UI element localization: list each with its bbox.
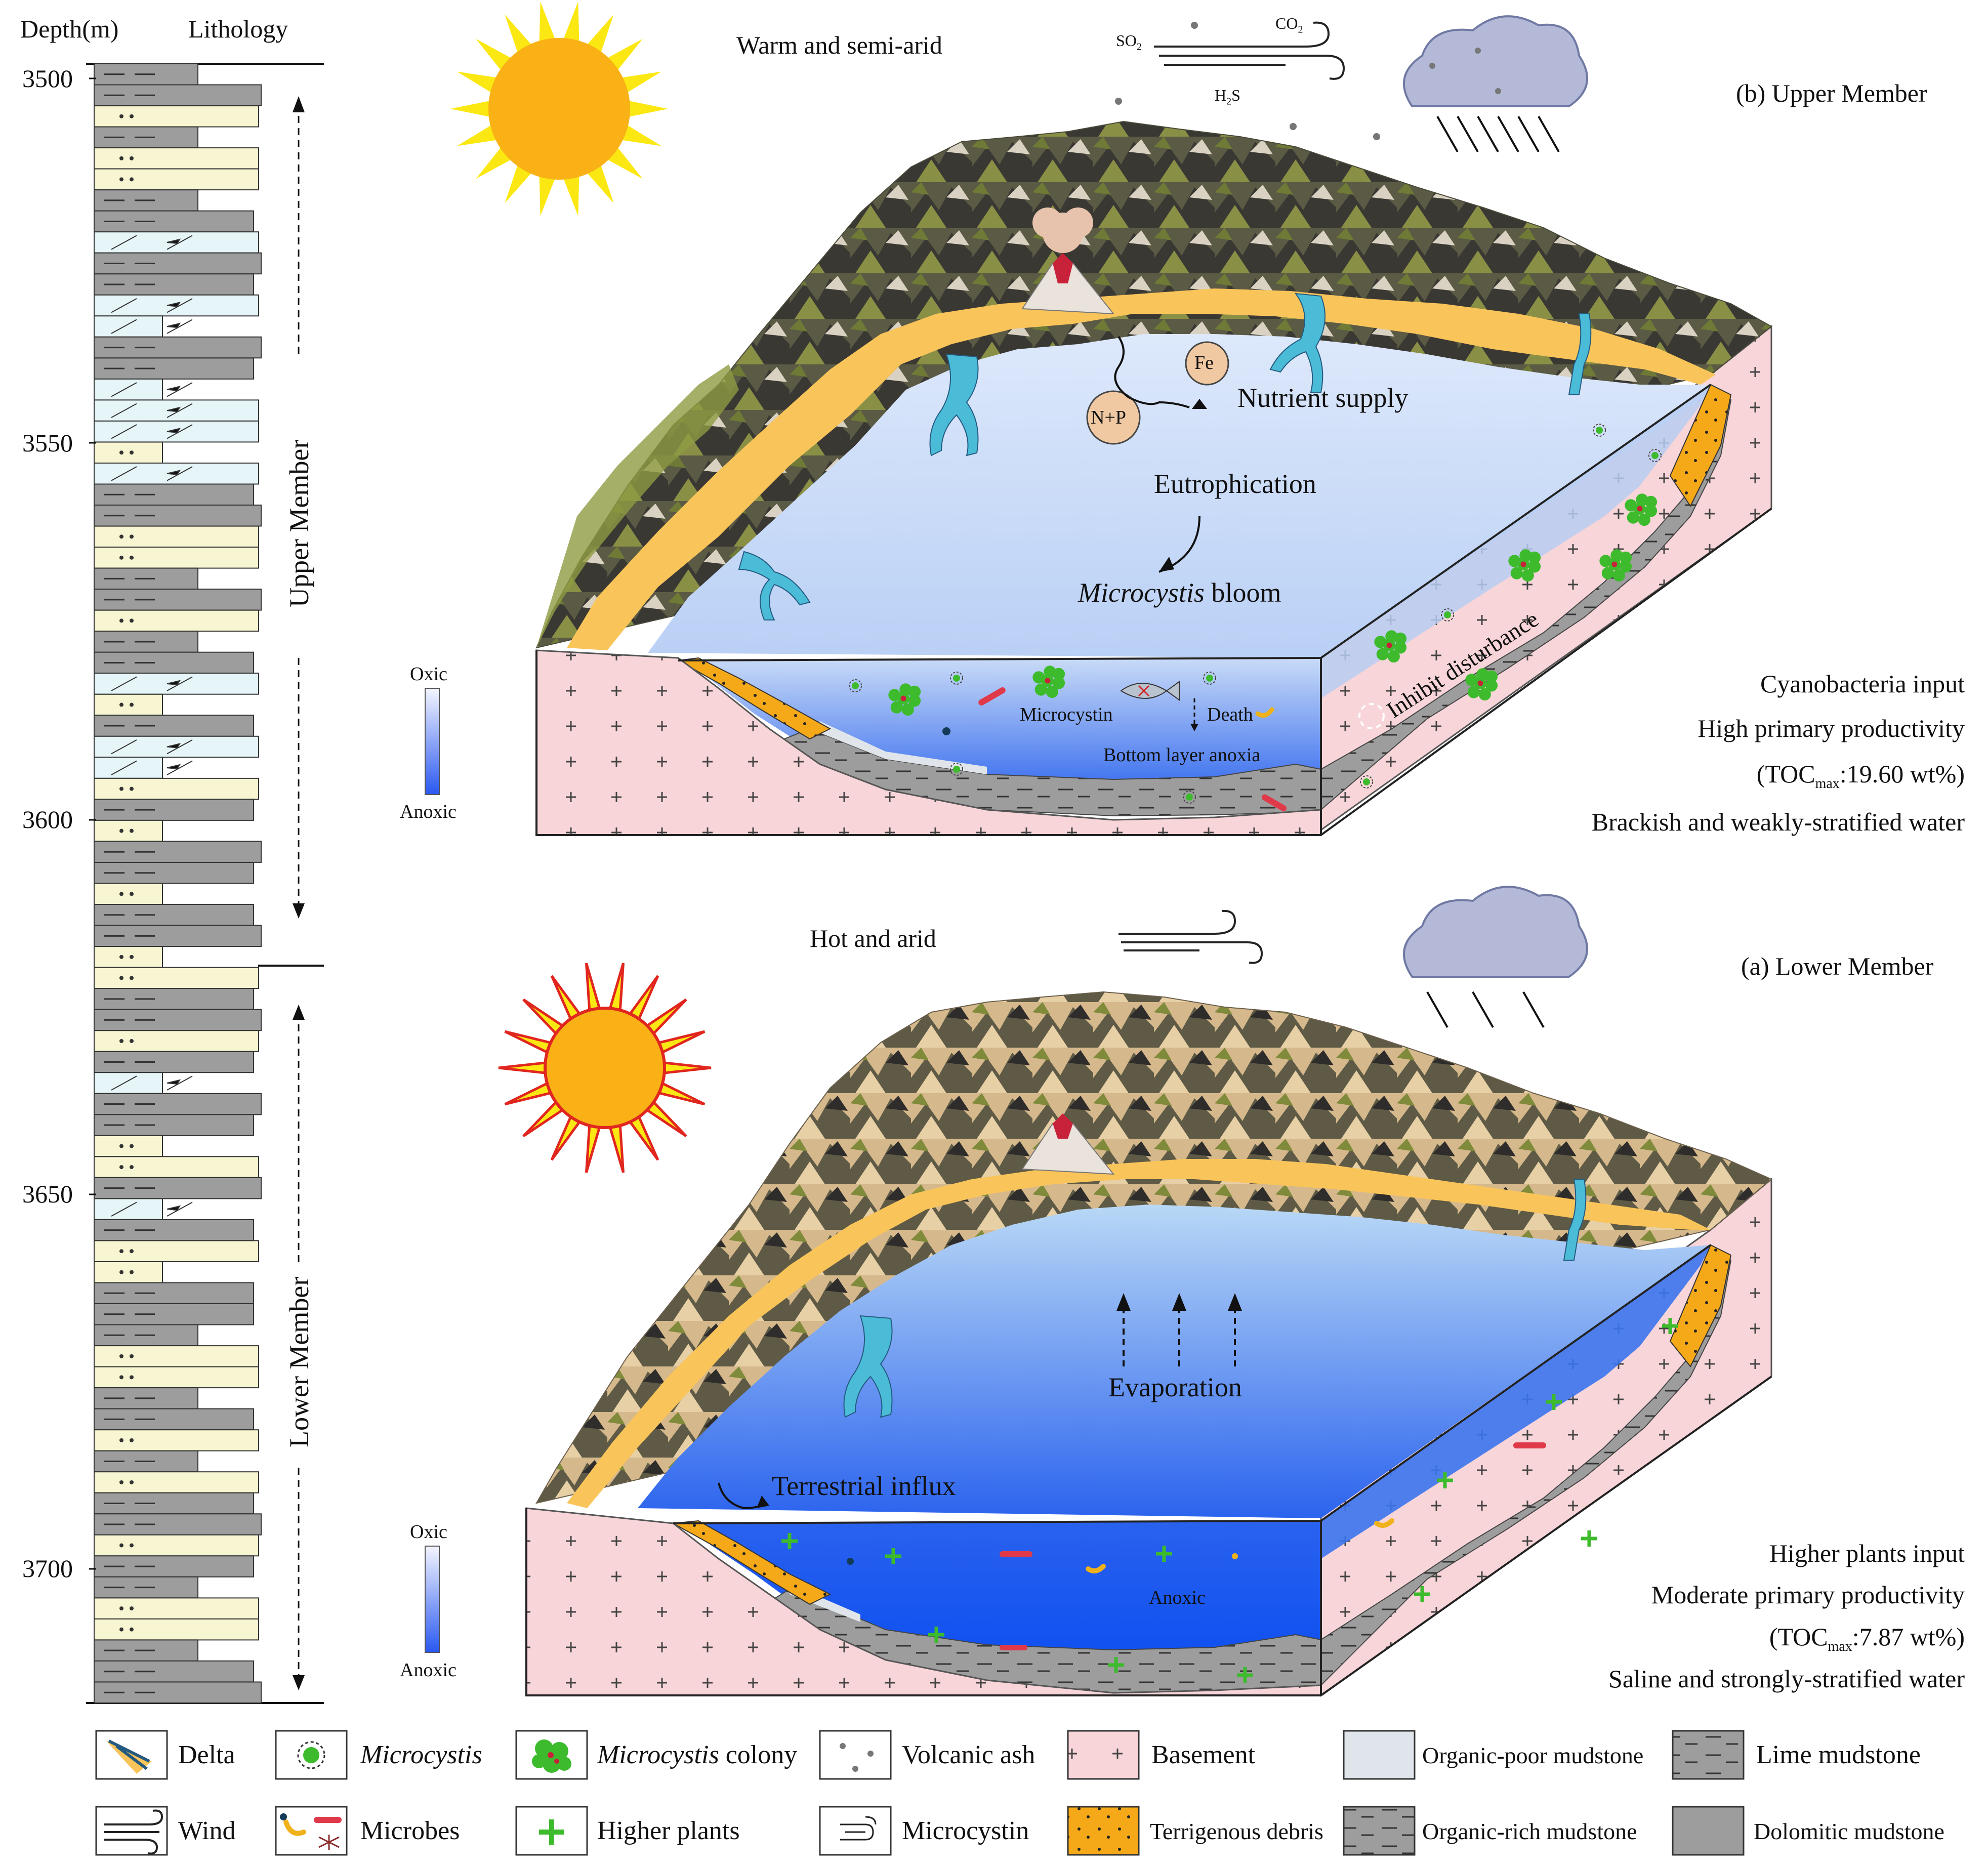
depth-label: 3550	[22, 429, 73, 457]
delta-icon	[929, 353, 979, 456]
upper-note-4: Brackish and weakly-stratified water	[1591, 808, 1965, 836]
upper-note-2: High primary productivity	[1697, 714, 1965, 742]
legend-lime: Lime mudstone	[1756, 1740, 1921, 1769]
anoxic-water-label: Anoxic	[1149, 1587, 1206, 1608]
anoxic-label-upper: Anoxic	[400, 801, 457, 822]
np-label: N+P	[1091, 407, 1127, 428]
gas-so2: SO2	[1116, 31, 1142, 53]
sun-icon	[498, 963, 712, 1173]
bottom-anoxia-label: Bottom layer anoxia	[1103, 744, 1261, 766]
upper-title: (b) Upper Member	[1736, 79, 1927, 107]
lower-note-2: Moderate primary productivity	[1651, 1581, 1965, 1609]
upper-block-diagram	[425, 2, 1772, 836]
gas-h2s: H2S	[1215, 86, 1240, 107]
depth-label: 3650	[22, 1180, 73, 1208]
legend-basement: Basement	[1151, 1740, 1256, 1769]
microcystis-icon	[297, 1741, 325, 1769]
legend-delta: Delta	[178, 1740, 235, 1769]
lithology-header: Lithology	[188, 15, 288, 43]
lower-note-toc: (TOCmax:7.87 wt%)	[1769, 1623, 1965, 1654]
legend-colony: Microcystis colony	[597, 1740, 798, 1769]
depth-label: 3700	[22, 1554, 73, 1583]
evaporation-label: Evaporation	[1108, 1372, 1242, 1402]
lower-member-label: Lower Member	[284, 1276, 314, 1447]
upper-member-label: Upper Member	[284, 439, 314, 607]
wind-icon	[1154, 21, 1345, 80]
legend	[95, 1730, 1745, 1856]
oxic-scale-upper	[425, 688, 440, 795]
upper-note-toc: (TOCmax:19.60 wt%)	[1756, 760, 1965, 792]
bloom-label: Microcystis bloom	[1078, 577, 1281, 608]
depth-label: 3600	[22, 805, 73, 834]
sun-icon	[450, 2, 668, 216]
wind-icon	[1119, 909, 1263, 964]
lithology-column	[86, 63, 324, 1704]
lower-note-4: Saline and strongly-stratified water	[1608, 1665, 1965, 1693]
wind-icon	[104, 1809, 163, 1855]
rain-cloud-icon	[1403, 15, 1588, 152]
legend-microcystis: Microcystis	[360, 1740, 482, 1769]
lower-climate: Hot and arid	[810, 924, 936, 952]
nutrient-supply-label: Nutrient supply	[1237, 383, 1409, 413]
legend-plants: Higher plants	[597, 1816, 740, 1845]
fe-label: Fe	[1194, 352, 1214, 373]
lower-note-1: Higher plants input	[1769, 1539, 1965, 1567]
death-label: Death	[1207, 704, 1253, 725]
oxic-scale-lower	[425, 1546, 440, 1653]
upper-note-1: Cyanobacteria input	[1760, 670, 1965, 698]
terrestrial-influx-label: Terrestrial influx	[772, 1471, 956, 1501]
fish-icon	[1120, 681, 1180, 701]
plant-icon	[539, 1819, 564, 1845]
legend-organic-poor: Organic-poor mudstone	[1422, 1742, 1644, 1768]
microcystin-label: Microcystin	[1020, 704, 1113, 725]
legend-terrigenous: Terrigenous debris	[1150, 1818, 1323, 1844]
upper-climate: Warm and semi-arid	[736, 31, 942, 59]
eutrophication-label: Eutrophication	[1154, 469, 1316, 499]
legend-wind: Wind	[178, 1816, 236, 1845]
oxic-label-upper: Oxic	[410, 663, 447, 685]
legend-microbes: Microbes	[360, 1816, 460, 1845]
oxic-label-lower: Oxic	[410, 1521, 447, 1543]
depth-header: Depth(m)	[20, 15, 119, 43]
legend-dolomitic: Dolomitic mudstone	[1754, 1818, 1944, 1844]
legend-microcystin: Microcystin	[902, 1816, 1029, 1845]
legend-ash: Volcanic ash	[902, 1740, 1036, 1769]
legend-organic-rich: Organic-rich mudstone	[1422, 1818, 1637, 1844]
lower-title: (a) Lower Member	[1741, 952, 1934, 980]
lower-block-diagram	[425, 886, 1772, 1697]
anoxic-label-lower: Anoxic	[400, 1659, 457, 1681]
rain-cloud-icon	[1403, 886, 1588, 1028]
depth-label: 3500	[22, 64, 73, 93]
colony-icon	[532, 1739, 571, 1773]
volcano-icon	[1021, 1113, 1115, 1175]
volcano-icon	[1021, 207, 1115, 315]
gas-co2: CO2	[1275, 14, 1303, 35]
